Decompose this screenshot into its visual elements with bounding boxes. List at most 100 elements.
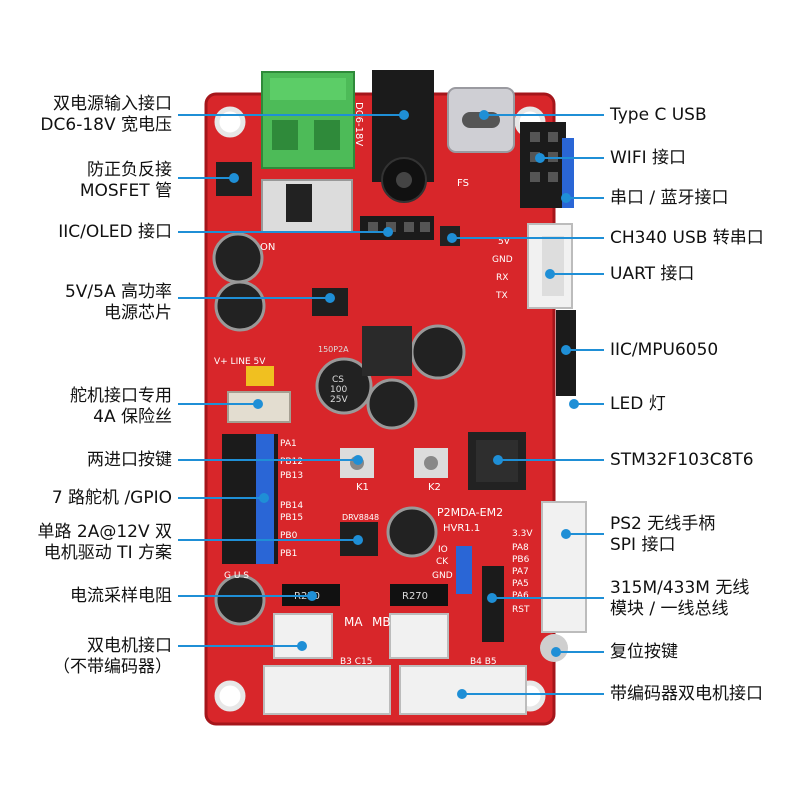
annotation-line: 电源芯片 <box>104 303 172 323</box>
annotation-line: 两进口按键 <box>87 450 172 470</box>
annotation-current-resistor: 电流采样电阻 <box>70 586 172 607</box>
annotation-ch340: CH340 USB 转串口 <box>610 228 764 249</box>
annotation-line: IIC/OLED 接口 <box>58 222 172 242</box>
silk-driver-chip: DRV8848 <box>342 513 379 522</box>
annotation-line: Type C USB <box>610 105 707 125</box>
silk-ch340-pin: 5V <box>498 237 511 247</box>
silk-ps2-pin: PA5 <box>512 579 529 589</box>
silk-ch340-pin: GND <box>492 255 513 265</box>
silk-ps2-pin: 3.3V <box>512 529 533 539</box>
annotation-line: 防正负反接 <box>87 160 172 180</box>
silk-cap-text: CS <box>332 375 344 385</box>
silk-pa-pin: PB14 <box>280 501 303 511</box>
capacitors <box>212 232 466 626</box>
silk-version: HVR1.1 <box>443 523 480 534</box>
annotation-line: 电机驱动 TI 方案 <box>43 543 172 563</box>
annotation-line: （不带编码器） <box>53 657 172 677</box>
annotation-line: 复位按键 <box>610 642 678 662</box>
silk-ps2-pin: PA7 <box>512 567 529 577</box>
silk-pa-pin: PA1 <box>280 439 297 449</box>
annotation-type-c: Type C USB <box>610 105 707 126</box>
silk-cap-text: 100 <box>330 385 347 395</box>
power-terminal <box>261 71 355 169</box>
ps2-connector <box>541 501 587 633</box>
dc-jack <box>372 70 434 203</box>
silk-inductor: 150P2A <box>318 345 349 354</box>
annotation-line: 带编码器双电机接口 <box>610 684 763 704</box>
silk-on: ON <box>260 242 275 253</box>
annotation-line: 双电源输入接口 <box>53 94 172 114</box>
power-switch <box>261 179 353 233</box>
annotation-line: CH340 USB 转串口 <box>610 228 764 248</box>
annotation-buttons: 两进口按键 <box>87 450 172 471</box>
rf-header <box>456 546 504 642</box>
annotation-wifi: WIFI 接口 <box>610 148 686 169</box>
annotation-mosfet: 防正负反接 MOSFET 管 <box>80 160 172 202</box>
silk-mb: MB <box>372 615 391 629</box>
silk-cap-text: 25V <box>330 395 348 405</box>
annotation-line: 电流采样电阻 <box>70 586 172 606</box>
silk-io-pin: CK <box>436 557 449 567</box>
annotation-line: 串口 / 蓝牙接口 <box>610 188 729 208</box>
annotation-led: LED 灯 <box>610 394 666 415</box>
annotation-line: MOSFET 管 <box>79 181 172 201</box>
annotation-reset: 复位按键 <box>610 642 678 663</box>
annotation-servo-gpio: 7 路舵机 /GPIO <box>52 488 172 509</box>
silk-fs: FS <box>457 178 469 189</box>
silk-k1: K1 <box>356 482 369 493</box>
silk-ch340-pin: RX <box>496 273 508 283</box>
silk-gus: G U S <box>224 571 249 581</box>
silk-cap-labels: CS 100 25V <box>330 375 348 405</box>
silk-ch340-pin: TX <box>495 291 508 301</box>
oled-header <box>360 216 434 240</box>
silk-ma: MA <box>344 615 363 629</box>
annotation-line: 5V/5A 高功率 <box>64 282 172 302</box>
silk-resistor-b: R270 <box>402 591 428 602</box>
annotation-serial-bt: 串口 / 蓝牙接口 <box>610 188 729 209</box>
annotation-line: 单路 2A@12V 双 <box>37 522 172 542</box>
annotation-line: DC6-18V 宽电压 <box>40 115 172 135</box>
inductor <box>362 326 412 376</box>
silk-k2: K2 <box>428 482 441 493</box>
silk-pa-pin: PB12 <box>280 457 303 467</box>
wifi-header <box>520 122 574 208</box>
silk-io-pins: IO CK GND <box>432 545 453 581</box>
annotation-fuse: 舵机接口专用 4A 保险丝 <box>70 386 172 428</box>
silk-model: P2MDA-EM2 <box>437 506 503 519</box>
silk-bottom-a: B3 C15 <box>340 657 373 667</box>
annotation-mcu: STM32F103C8T6 <box>610 450 754 471</box>
silk-io-pin: IO <box>438 545 448 555</box>
silk-rst: RST <box>512 605 530 615</box>
silk-power-label: DC6-18V <box>353 102 364 146</box>
annotation-line: IIC/MPU6050 <box>610 340 719 360</box>
annotation-ps2: PS2 无线手柄 SPI 接口 <box>610 514 715 556</box>
annotation-rf: 315M/433M 无线 模块 / 一线总线 <box>610 578 749 620</box>
uart-connector <box>527 223 573 309</box>
annotation-line: 315M/433M 无线 <box>610 578 750 598</box>
type-c-port <box>447 87 515 153</box>
annotation-line: 7 路舵机 /GPIO <box>51 488 172 508</box>
silk-ch340-pins: 5V GND RX TX <box>492 237 513 301</box>
annotation-uart: UART 接口 <box>610 264 694 285</box>
annotation-line: STM32F103C8T6 <box>610 450 754 470</box>
annotation-line: SPI 接口 <box>610 535 676 555</box>
annotation-line: LED 灯 <box>610 394 666 414</box>
silk-bottom-b: B4 B5 <box>470 657 497 667</box>
annotation-line: UART 接口 <box>610 264 695 284</box>
annotation-line: 双电机接口 <box>87 636 172 656</box>
silk-pa-pin: PB13 <box>280 471 303 481</box>
annotation-line: 模块 / 一线总线 <box>610 599 729 619</box>
silk-pa-pin: PB0 <box>280 531 298 541</box>
annotation-encoder-motor: 带编码器双电机接口 <box>610 684 763 705</box>
annotation-line: 舵机接口专用 <box>70 386 172 406</box>
silk-pa-pin: PB1 <box>280 549 297 559</box>
annotation-dual-power: 双电源输入接口 DC6-18V 宽电压 <box>40 94 172 136</box>
silk-ps2-pins: 3.3V PA8 PB6 PA7 PA5 PA6 <box>512 529 533 601</box>
annotation-mpu6050: IIC/MPU6050 <box>610 340 718 361</box>
callout-lines <box>178 110 604 699</box>
annotation-iic-oled: IIC/OLED 接口 <box>58 222 172 243</box>
motor-connectors <box>273 613 449 659</box>
silk-pa-pins: PA1 PB12 PB13 PB14 PB15 PB0 PB1 <box>280 439 303 559</box>
annotation-line: WIFI 接口 <box>610 148 687 168</box>
silk-ps2-pin: PB6 <box>512 555 530 565</box>
